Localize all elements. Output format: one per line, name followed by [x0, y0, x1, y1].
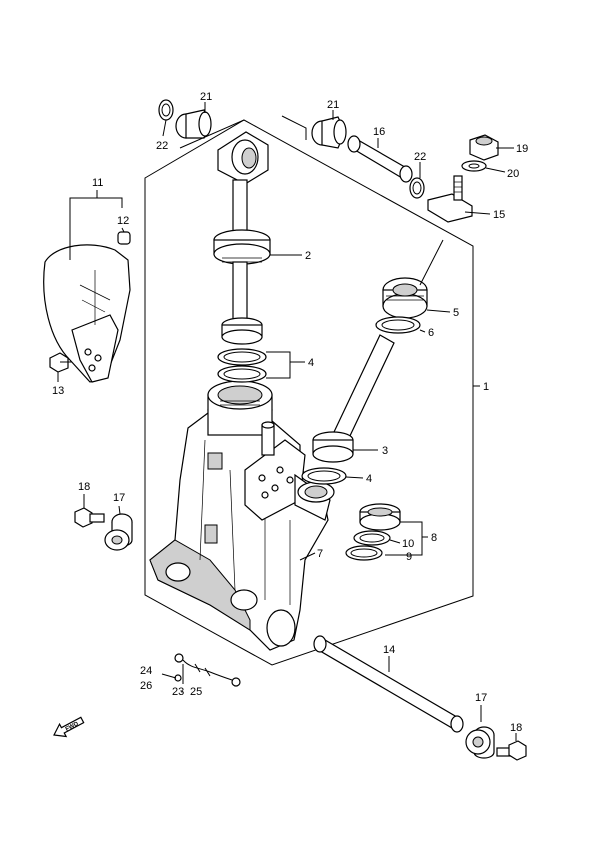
callout-8: 8 [431, 532, 437, 544]
callout-19: 19 [516, 143, 528, 155]
cylinder-body [149, 409, 329, 651]
part-2-trim-rod [213, 131, 271, 345]
callout-7: 7 [317, 548, 323, 560]
callout-26: 26 [140, 680, 152, 692]
callout-10: 10 [402, 538, 414, 550]
callout-11: 11 [92, 177, 103, 189]
part-8-seal-kit [359, 503, 401, 531]
callout-4-lower: 4 [366, 473, 372, 485]
part-12-grommet [117, 231, 131, 245]
callout-24: 24 [140, 665, 152, 677]
callout-22-left: 22 [156, 140, 168, 152]
cylinder-top [207, 380, 273, 436]
callout-21-left: 21 [200, 91, 212, 103]
callout-17-left: 17 [113, 492, 125, 504]
part-3-piston-rod [312, 334, 395, 463]
leader-lines [57, 102, 517, 741]
callout-4-upper: 4 [308, 357, 314, 369]
part-17-bushing-right [465, 726, 495, 759]
side-port-block [244, 421, 335, 521]
part-14-pin [313, 635, 464, 733]
callout-18-left: 18 [78, 481, 90, 493]
part-11-cover [43, 244, 131, 383]
part-9-backup-ring [345, 545, 383, 561]
part-5-cylinder-cap [382, 277, 428, 319]
callout-17-right: 17 [475, 692, 487, 704]
part-17-bushing-left [104, 513, 133, 551]
part-21-bushing-right [311, 116, 347, 149]
callout-13: 13 [52, 385, 64, 397]
callout-21-right: 21 [327, 99, 339, 111]
fwd-arrow-icon: FWD [53, 716, 85, 738]
callout-15: 15 [493, 209, 505, 221]
callout-25: 25 [190, 686, 202, 698]
callout-5: 5 [453, 307, 459, 319]
part-22-snap-ring-right [409, 177, 425, 199]
callout-23: 23 [172, 686, 184, 698]
part-21-bushing-left [175, 109, 212, 139]
callout-3: 3 [382, 445, 388, 457]
callout-1: 1 [483, 381, 489, 393]
part-6-o-ring [375, 316, 421, 334]
part-4-o-ring-lower [301, 467, 347, 485]
part-22-snap-ring-left [158, 99, 174, 121]
part-10-ring [353, 530, 391, 546]
callout-16: 16 [373, 126, 385, 138]
part-23-ground-wire [174, 653, 241, 687]
part-4-o-rings-upper [217, 348, 267, 383]
callout-18-right: 18 [510, 722, 522, 734]
callout-12: 12 [117, 215, 129, 227]
callout-14: 14 [383, 644, 395, 656]
part-15-valve [427, 175, 473, 223]
callout-20: 20 [507, 168, 519, 180]
callout-2: 2 [305, 250, 311, 262]
callout-6: 6 [428, 327, 434, 339]
part-13-bolt [49, 352, 72, 373]
part-18-bolt-left [74, 507, 105, 528]
part-16-pin [347, 135, 413, 183]
callout-labels: 21 22 21 16 22 19 20 15 11 12 2 5 6 4 13… [52, 91, 528, 734]
callout-9: 9 [406, 551, 412, 563]
part-20-washer [461, 160, 487, 172]
svg-text:·: · [180, 686, 184, 698]
callout-22-right: 22 [414, 151, 426, 163]
part-18-bolt-right [496, 740, 527, 761]
part-19-nut [469, 134, 499, 161]
